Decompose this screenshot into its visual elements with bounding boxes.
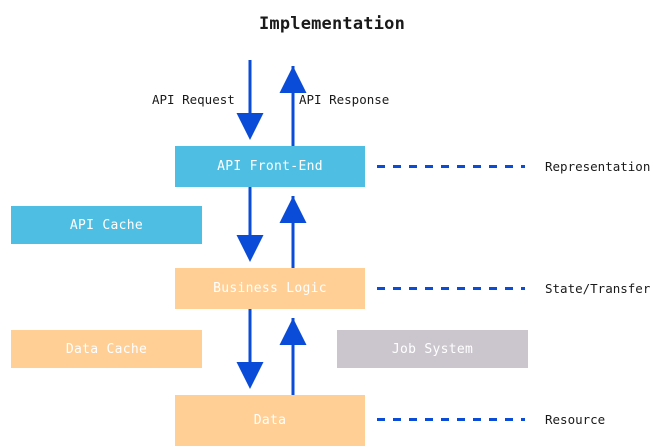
node-label-api-front-end: API Front-End [217,159,323,174]
diagram-title: Implementation [258,14,406,34]
node-label-data: Data [253,413,287,428]
node-api-front-end[interactable]: API Front-End [175,146,365,187]
node-business-logic[interactable]: Business Logic [175,268,365,309]
annotation-dashed-line-representation [377,164,525,168]
node-api-cache[interactable]: API Cache [11,206,202,244]
flow-label-api-response: API Response [299,92,390,107]
annotation-dashed-line-resource [377,417,525,421]
node-data[interactable]: Data [175,395,365,446]
annotation-representation: Representation [377,156,650,176]
node-label-api-cache: API Cache [69,217,144,233]
annotation-label-resource: Resource [545,411,606,427]
annotation-label-state-transfer: State/Transfer [545,280,651,296]
node-label-job-system: Job System [391,341,474,357]
node-label-business-logic: Business Logic [213,281,327,296]
flow-label-api-request: API Request [152,92,235,107]
annotation-label-representation: Representation [545,158,651,174]
node-job-system[interactable]: Job System [337,330,528,368]
node-label-data-cache: Data Cache [65,341,148,357]
annotation-state-transfer: State/Transfer [377,278,650,298]
annotation-dashed-line-state-transfer [377,286,525,290]
annotation-resource: Resource [377,409,605,429]
node-data-cache[interactable]: Data Cache [11,330,202,368]
